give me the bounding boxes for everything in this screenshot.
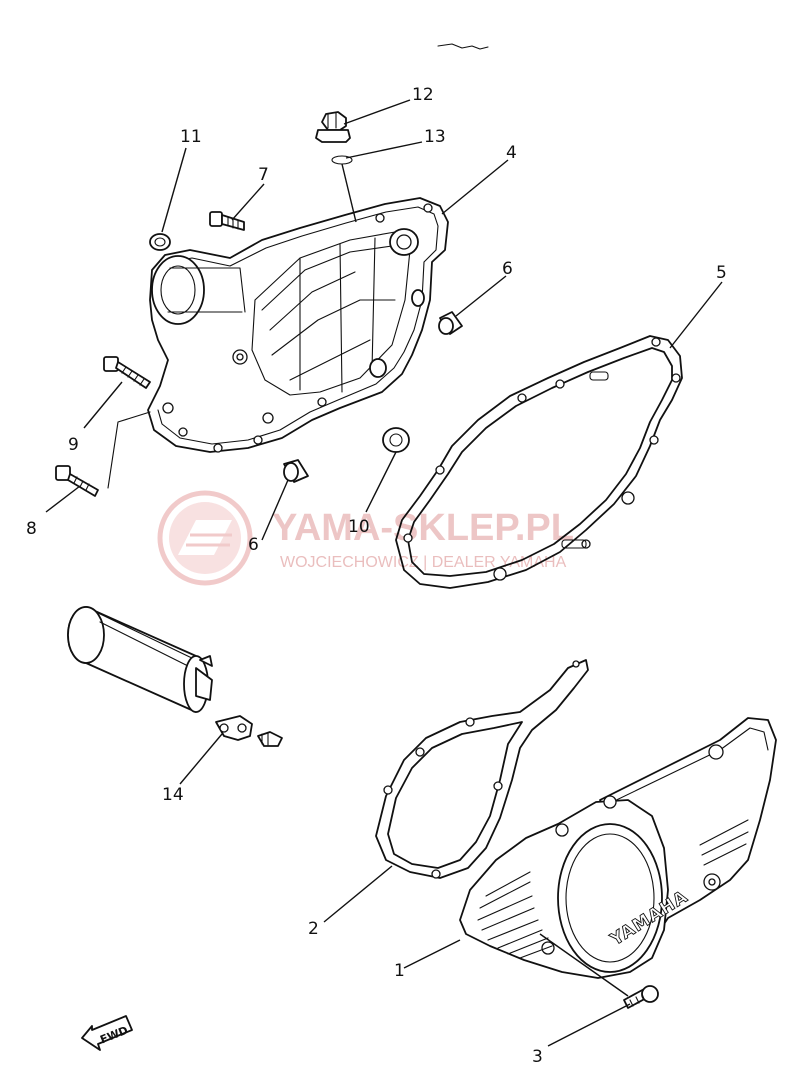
crankcase-cover-part-4 bbox=[147, 197, 449, 453]
label-part-1: 1 bbox=[394, 961, 405, 981]
engine-cover-part-1: YAMAHA bbox=[459, 717, 777, 979]
label-part-8: 8 bbox=[26, 519, 37, 539]
starter-motor bbox=[67, 606, 213, 713]
top-mark bbox=[437, 43, 489, 50]
label-part-9: 9 bbox=[68, 435, 79, 455]
label-part-12: 12 bbox=[412, 85, 434, 105]
label-part-7: 7 bbox=[258, 165, 269, 185]
label-part-6-upper: 6 bbox=[502, 259, 513, 279]
screw-part-14 bbox=[257, 731, 283, 747]
label-part-14: 14 bbox=[162, 785, 184, 805]
oil-seal-part-10 bbox=[382, 427, 410, 453]
dowel-pin-part-6-upper bbox=[438, 311, 463, 335]
leader-lines bbox=[45, 99, 723, 1047]
cap-part-11 bbox=[149, 233, 171, 251]
part-number-labels: 12 13 11 4 7 6 5 9 8 6 10 14 2 1 3 bbox=[26, 85, 727, 1067]
label-part-6-lower: 6 bbox=[248, 535, 259, 555]
bolt-part-9 bbox=[103, 356, 151, 389]
label-part-11: 11 bbox=[180, 127, 202, 147]
label-part-3: 3 bbox=[532, 1047, 543, 1067]
label-part-13: 13 bbox=[424, 127, 446, 147]
gasket-part-5 bbox=[395, 335, 683, 589]
bolt-part-7 bbox=[209, 211, 245, 231]
watermark: YAMA-SKLEP.PL WOJCIECHOWICZ | DEALER YAM… bbox=[157, 490, 574, 586]
label-part-10: 10 bbox=[348, 517, 370, 537]
label-part-5: 5 bbox=[716, 263, 727, 283]
gasket-part-2 bbox=[375, 659, 589, 879]
oil-plug-part-12 bbox=[315, 111, 351, 143]
label-part-2: 2 bbox=[308, 919, 319, 939]
dowel-pin-part-6-lower bbox=[283, 459, 309, 483]
watermark-title: YAMA-SKLEP.PL bbox=[272, 507, 574, 549]
bolt-part-8 bbox=[55, 465, 99, 497]
watermark-logo bbox=[157, 490, 253, 586]
clamp-part-14 bbox=[215, 715, 253, 741]
label-part-4: 4 bbox=[506, 143, 517, 163]
fwd-arrow: FWD bbox=[81, 1015, 133, 1051]
watermark-subtitle: WOJCIECHOWICZ | DEALER YAMAHA bbox=[280, 554, 567, 571]
bolt-8-guide-line bbox=[107, 411, 151, 489]
